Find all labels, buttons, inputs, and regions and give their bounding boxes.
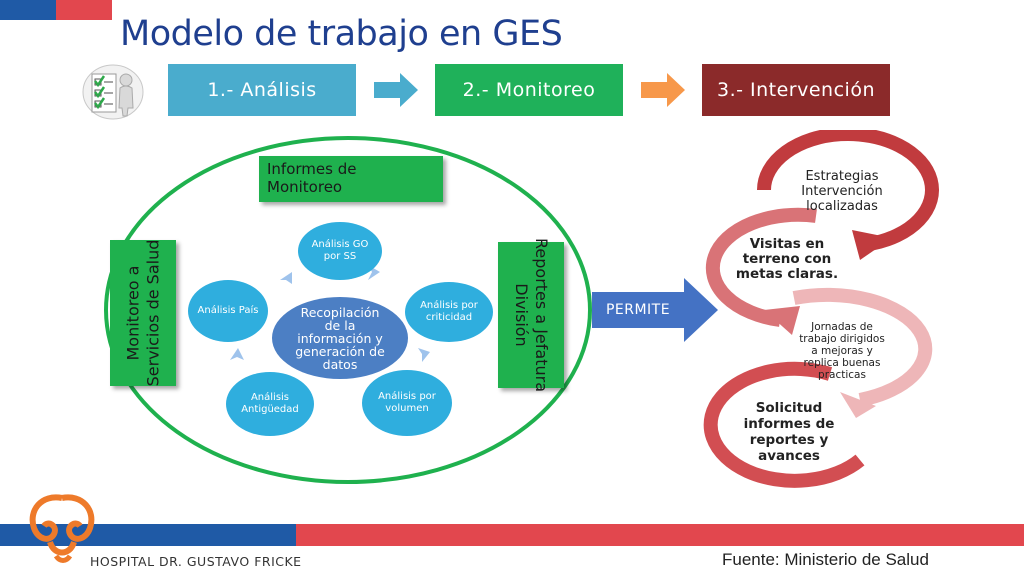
hospital-name: HOSPITAL DR. GUSTAVO FRICKE <box>90 554 302 569</box>
node-analisis-pais: Análisis País <box>188 280 268 342</box>
hospital-logo-icon <box>29 494 95 563</box>
informes-line: Monitoreo <box>267 178 343 196</box>
node-recopilacion: Recopilación de la información y generac… <box>272 297 408 379</box>
informes-line: Informes de <box>267 160 357 178</box>
step-monitoreo: 2.- Monitoreo <box>435 64 623 116</box>
reportes-line: Reportes a Jefatura <box>532 238 551 392</box>
reportes-line: División <box>512 283 531 347</box>
arrow-right-icon <box>374 73 418 107</box>
source-note: Fuente: Ministerio de Salud <box>722 550 929 569</box>
informes-monitoreo-box: Informes de Monitoreo <box>259 156 443 202</box>
step-analisis: 1.- Análisis <box>168 64 356 116</box>
monitoring-ellipse <box>104 136 592 484</box>
permite-box: PERMITE <box>592 292 684 328</box>
slide-title: Modelo de trabajo en GES <box>120 14 563 54</box>
monitoreo-line: Monitoreo a <box>123 265 143 361</box>
header-bar-red <box>56 0 112 20</box>
footer-band <box>0 546 1024 576</box>
footer-bar-red <box>296 524 1024 546</box>
monitoreo-line: Servicios de Salud <box>143 239 163 387</box>
step-intervencion: 3.- Intervención <box>702 64 890 116</box>
header-bar-blue <box>0 0 56 20</box>
checklist-icon <box>82 64 144 120</box>
intervention-cycle <box>703 130 939 488</box>
arrow-right-icon <box>641 73 685 107</box>
arrow-right-icon <box>684 278 718 342</box>
monitoreo-servicios-box: Monitoreo a Servicios de Salud <box>110 240 176 386</box>
reportes-jefatura-box: Reportes a Jefatura División <box>498 238 564 392</box>
